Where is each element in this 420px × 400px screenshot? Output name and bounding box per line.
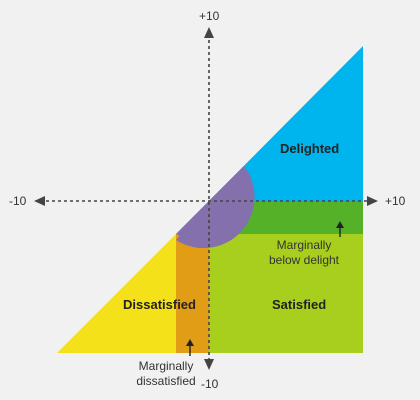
dissatisfied-label: Dissatisfied: [123, 297, 196, 312]
y-axis-arrow-bottom: [204, 359, 214, 370]
y-axis-arrow-top: [204, 27, 214, 38]
dissatisfied-region: [57, 234, 176, 353]
x-axis-right-label: +10: [385, 194, 406, 208]
satisfied-region: [209, 234, 363, 353]
y-axis-top-label: +10: [199, 9, 220, 23]
pointer-marginally-dissatisfied-head: [186, 339, 194, 346]
y-axis-bottom-label: -10: [201, 377, 219, 391]
pointer-marginally-below-delight-head: [336, 221, 344, 228]
delighted-label: Delighted: [280, 141, 340, 156]
x-axis-arrow-left: [34, 196, 45, 206]
overlap-sector-fill: [176, 166, 251, 241]
satisfied-label: Satisfied: [272, 297, 327, 312]
x-axis-arrow-right: [367, 196, 378, 206]
marginally-dissatisfied-region: [176, 234, 209, 353]
marginally-below-delight-label: Marginally below delight: [268, 238, 340, 267]
x-axis-left-label: -10: [9, 194, 27, 208]
marginally-dissatisfied-label: Marginally dissatisfied: [136, 359, 196, 388]
delighted-region: [176, 46, 363, 234]
